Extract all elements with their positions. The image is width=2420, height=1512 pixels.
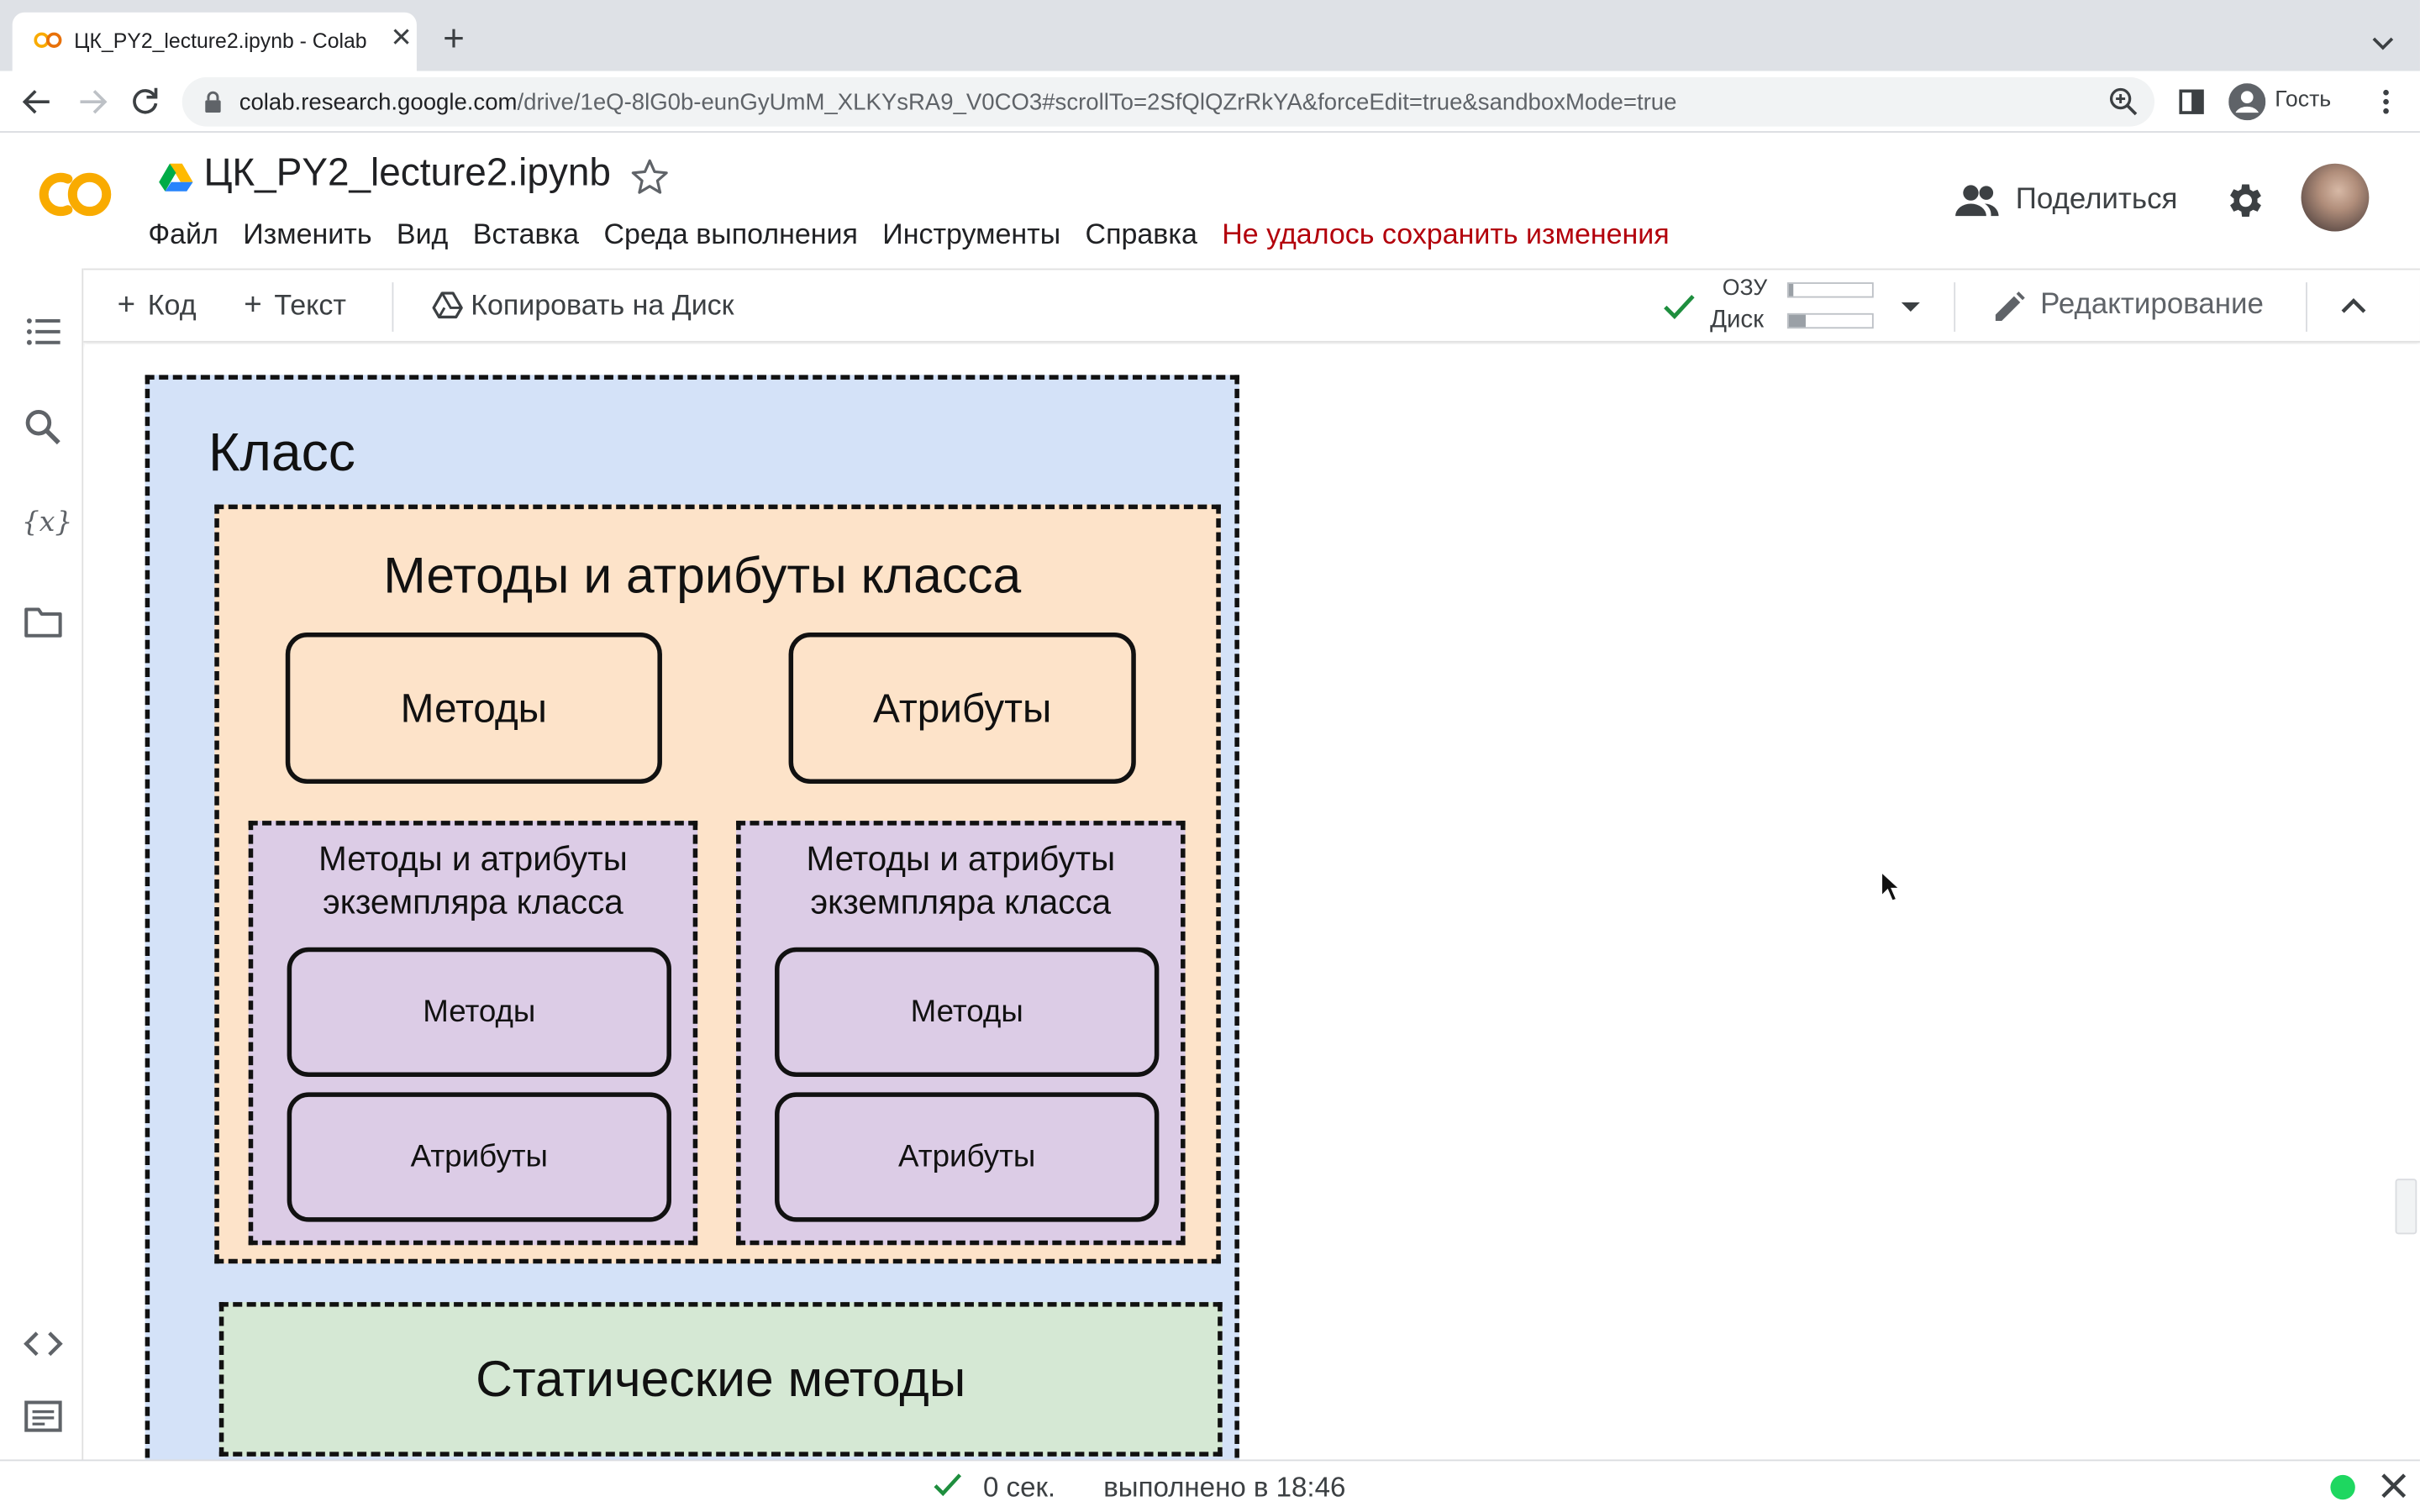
- scrollbar-thumb[interactable]: [2395, 1179, 2417, 1235]
- profile-label: Гость: [2275, 87, 2332, 113]
- share-button[interactable]: Поделиться: [1954, 179, 2201, 225]
- ram-label[interactable]: ОЗУ: [1722, 276, 1768, 302]
- disk-meter-fill: [1788, 314, 1806, 328]
- connected-check-icon: [1664, 295, 1695, 319]
- caret-down-icon[interactable]: [1898, 295, 1923, 319]
- execution-check-icon: [934, 1473, 962, 1497]
- notebook-content: Класс Методы и атрибуты класса Методы Ат…: [85, 344, 2420, 1460]
- plus-icon: +: [117, 288, 136, 323]
- zoom-icon[interactable]: [2108, 87, 2139, 118]
- search-icon[interactable]: [24, 407, 64, 448]
- tab-close-icon[interactable]: ✕: [390, 23, 413, 53]
- gear-icon[interactable]: [2223, 179, 2265, 222]
- instance-methods-box: Методы: [287, 947, 671, 1078]
- menu-bar: Файл Изменить Вид Вставка Среда выполнения Ин…: [148, 218, 1694, 251]
- copy-to-drive-button[interactable]: Копировать на Диск: [471, 288, 734, 322]
- toolbar-divider: [392, 282, 394, 332]
- class-members-title: Методы и атрибуты класса: [383, 546, 1022, 604]
- notebook-toolbar: +Код +Текст Копировать на Диск ОЗУ Диск …: [83, 268, 2420, 343]
- back-icon[interactable]: [18, 83, 55, 120]
- execution-completed: выполнено в 18:46: [1103, 1472, 1346, 1503]
- static-methods-box: Статические методы: [218, 1302, 1223, 1457]
- menu-view[interactable]: Вид: [396, 217, 449, 250]
- files-icon[interactable]: [24, 601, 64, 642]
- ram-meter[interactable]: [1786, 282, 1874, 298]
- side-panel-icon[interactable]: [2176, 87, 2207, 118]
- status-bar: 0 сек. выполнено в 18:46: [0, 1459, 2420, 1512]
- class-members-box: Методы и атрибуты класса Методы Атрибуты…: [214, 504, 1221, 1264]
- browser-toolbar: colab.research.google.com/drive/1eQ-8lG0…: [0, 71, 2420, 133]
- colab-logo-icon[interactable]: [31, 166, 118, 222]
- url-text: colab.research.google.com/drive/1eQ-8lG0…: [239, 89, 1677, 116]
- menu-help[interactable]: Справка: [1085, 217, 1197, 250]
- class-attributes-box: Атрибуты: [788, 633, 1136, 785]
- lock-icon: [205, 91, 221, 113]
- toolbar-divider: [1954, 282, 1956, 332]
- class-title: Класс: [208, 423, 355, 483]
- code-snippets-icon[interactable]: [24, 1324, 64, 1364]
- variables-icon[interactable]: {𝑥}: [21, 506, 73, 539]
- google-drive-icon: [159, 163, 193, 192]
- disk-label[interactable]: Диск: [1710, 307, 1764, 333]
- execution-time: 0 сек.: [982, 1472, 1056, 1503]
- terminal-icon[interactable]: [24, 1396, 64, 1436]
- left-sidebar: {𝑥}: [0, 268, 84, 1460]
- class-diagram-box: Класс Методы и атрибуты класса Методы Ат…: [145, 375, 1239, 1460]
- chevron-up-icon[interactable]: [2337, 288, 2370, 322]
- drive-outline-icon: [432, 291, 463, 319]
- guest-avatar-icon: [2228, 83, 2266, 121]
- close-icon[interactable]: [2377, 1469, 2411, 1503]
- tab-search-chevron-icon[interactable]: [2367, 28, 2398, 59]
- mouse-cursor-icon: [1880, 869, 1902, 902]
- static-methods-label: Статические методы: [476, 1350, 966, 1408]
- tab-title: ЦК_PY2_lecture2.ipynb - Colab: [74, 29, 367, 53]
- toolbar-divider: [2306, 282, 2307, 332]
- star-icon[interactable]: [629, 157, 670, 197]
- menu-insert[interactable]: Вставка: [472, 217, 580, 250]
- forward-icon[interactable]: [74, 83, 111, 120]
- instance-attributes-box: Атрибуты: [775, 1092, 1160, 1222]
- save-error-message[interactable]: Не удалось сохранить изменения: [1222, 217, 1670, 250]
- address-bar[interactable]: colab.research.google.com/drive/1eQ-8lG0…: [182, 76, 2155, 127]
- class-methods-box: Методы: [285, 633, 662, 785]
- browser-tab-strip: ЦК_PY2_lecture2.ipynb - Colab ✕ +: [0, 0, 2420, 71]
- plus-icon: +: [244, 288, 262, 323]
- browser-tab[interactable]: ЦК_PY2_lecture2.ipynb - Colab ✕: [12, 12, 417, 71]
- add-text-button[interactable]: +Текст: [244, 288, 346, 323]
- instance-methods-box: Методы: [775, 947, 1160, 1078]
- new-tab-icon[interactable]: +: [443, 18, 465, 60]
- menu-runtime[interactable]: Среда выполнения: [603, 217, 858, 250]
- colab-header: ЦК_PY2_lecture2.ipynb Файл Изменить Вид Вст…: [0, 132, 2420, 269]
- runtime-status-dot[interactable]: [2330, 1474, 2355, 1500]
- ram-meter-fill: [1788, 283, 1793, 297]
- notebook-title[interactable]: ЦК_PY2_lecture2.ipynb: [203, 150, 611, 195]
- reload-icon[interactable]: [127, 83, 164, 120]
- user-avatar[interactable]: [2301, 163, 2370, 232]
- menu-file[interactable]: Файл: [148, 217, 218, 250]
- disk-meter[interactable]: [1786, 312, 1874, 329]
- toc-icon[interactable]: [24, 312, 64, 352]
- browser-menu-icon[interactable]: [2370, 87, 2402, 118]
- share-label: Поделиться: [2015, 183, 2178, 217]
- people-icon: [1955, 185, 1999, 217]
- profile-button[interactable]: Гость: [2225, 78, 2355, 125]
- pencil-icon: [1995, 291, 2025, 322]
- menu-edit[interactable]: Изменить: [243, 217, 372, 250]
- instance-attributes-box: Атрибуты: [287, 1092, 671, 1222]
- add-code-button[interactable]: +Код: [117, 288, 197, 323]
- menu-tools[interactable]: Инструменты: [882, 217, 1061, 250]
- edit-mode-button[interactable]: Редактирование: [2040, 288, 2264, 322]
- colab-icon: [34, 32, 62, 48]
